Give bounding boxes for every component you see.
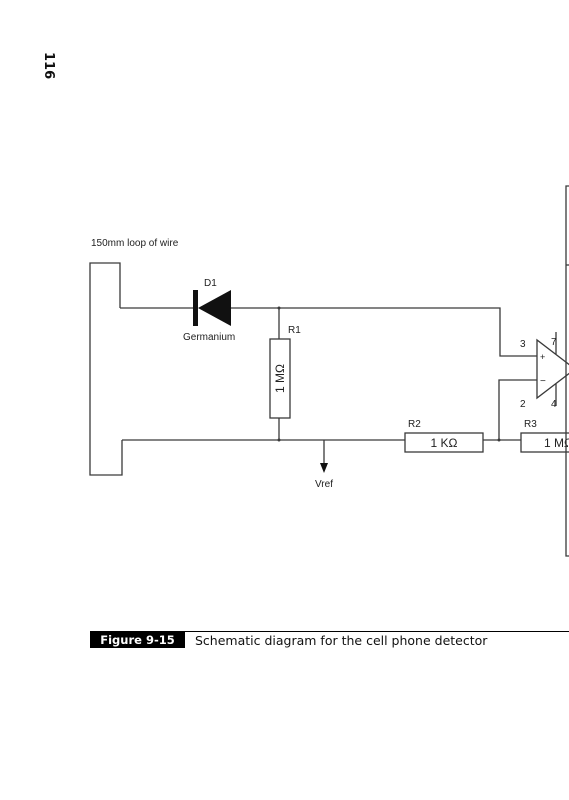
r1-value-label: 1 MΩ bbox=[273, 364, 287, 393]
wire-right-rail bbox=[565, 185, 569, 557]
opamp-minus-sign: − bbox=[540, 376, 546, 387]
r2-value-label: 1 KΩ bbox=[431, 436, 458, 450]
junction-bottom bbox=[277, 438, 281, 442]
vref-label: Vref bbox=[315, 479, 333, 490]
r2-ref-label: R2 bbox=[408, 419, 421, 430]
figure-caption: Schematic diagram for the cell phone det… bbox=[195, 633, 488, 648]
d1-type-label: Germanium bbox=[183, 332, 235, 343]
caption-rule bbox=[90, 631, 569, 632]
opamp-pin-3: 3 bbox=[520, 339, 526, 350]
d1-ref-label: D1 bbox=[204, 278, 217, 289]
opamp-plus-sign: + bbox=[540, 352, 545, 362]
resistor-r3 bbox=[520, 432, 569, 453]
diode-d1 bbox=[193, 290, 231, 326]
resistor-r1 bbox=[269, 338, 291, 419]
r3-value-label: 1 MΩ bbox=[544, 436, 569, 450]
r1-ref-label: R1 bbox=[288, 325, 301, 336]
antenna-loop bbox=[89, 262, 123, 476]
resistor-r2 bbox=[404, 432, 484, 453]
opamp-pin-4: 4 bbox=[551, 399, 557, 410]
wire-d1-to-opamp bbox=[231, 307, 537, 357]
figure-number-tag: Figure 9-15 bbox=[90, 632, 185, 648]
opamp-pin-7: 7 bbox=[551, 337, 557, 348]
vref-arrow bbox=[320, 463, 328, 473]
r3-ref-label: R3 bbox=[524, 419, 537, 430]
wire-inverting-input bbox=[498, 379, 537, 440]
opamp-pin-2: 2 bbox=[520, 399, 526, 410]
opamp bbox=[536, 338, 569, 400]
antenna-label: 150mm loop of wire bbox=[91, 238, 179, 249]
